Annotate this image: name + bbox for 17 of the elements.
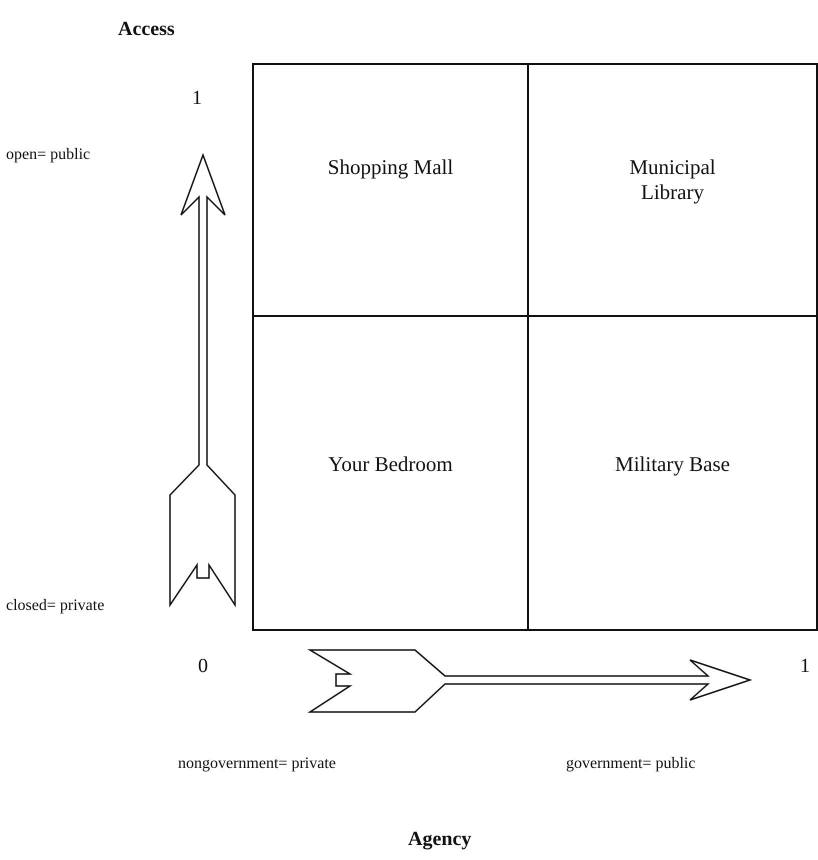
- quadrant-label: Municipal Library: [628, 155, 717, 206]
- axis-tick-label: 0: [198, 655, 208, 678]
- quadrant-cell: [252, 315, 529, 631]
- axis-end-label: closed= private: [6, 597, 104, 615]
- quadrant-label: Military Base: [614, 452, 731, 478]
- axis-title: Agency: [408, 828, 472, 851]
- quadrant-cell: [527, 63, 818, 317]
- axis-end-label: nongovernment= private: [178, 755, 336, 773]
- axis-tick-label: 1: [192, 87, 202, 110]
- axis-tick-label: 1: [800, 655, 810, 678]
- axis-end-label: open= public: [6, 146, 90, 164]
- axis-title: Access: [118, 18, 175, 41]
- axis-end-label: government= public: [566, 755, 696, 773]
- quadrant-cell: [527, 315, 818, 631]
- quadrant-label: Your Bedroom: [327, 452, 454, 478]
- quadrant-cell: [252, 63, 529, 317]
- quadrant-label: Shopping Mall: [326, 155, 454, 180]
